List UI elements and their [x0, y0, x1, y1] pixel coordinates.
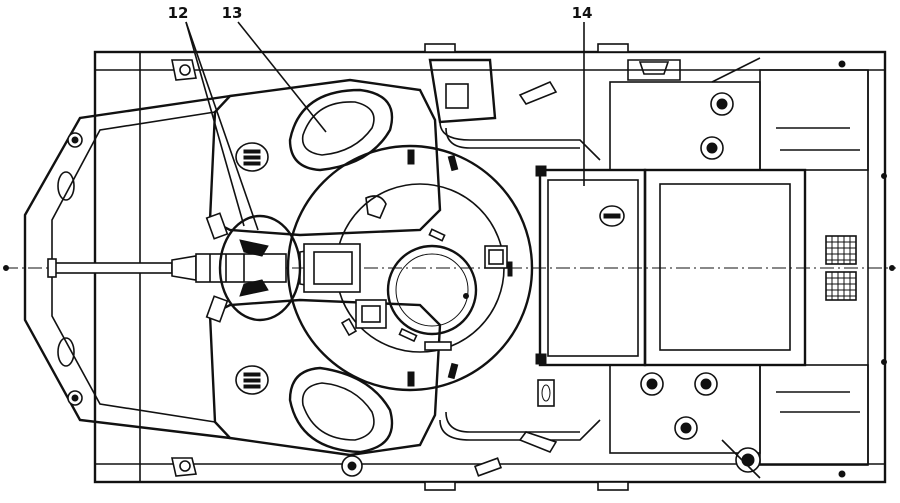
hatch-upper [288, 88, 394, 172]
stowage-box-bottom [439, 379, 601, 453]
leader-12b [185, 21, 259, 231]
stowage-box-top [428, 58, 601, 161]
periscopes [205, 142, 269, 395]
main-gun [47, 214, 387, 329]
gun-barrel [51, 262, 173, 274]
leader-lines [185, 21, 585, 231]
centerline-end-left [3, 265, 9, 271]
leader-13 [237, 21, 327, 133]
hatch-lower [288, 366, 394, 454]
engine-deck-box [535, 165, 807, 367]
rear-grilles [825, 235, 857, 301]
edge-fittings [171, 59, 887, 478]
callout-12: 12 [168, 4, 189, 22]
upper-rear-compartment [609, 57, 869, 171]
lower-rear-compartment [609, 364, 869, 479]
commander-cupola [386, 244, 478, 336]
front-glacis [23, 94, 231, 440]
callout-14: 14 [572, 4, 593, 22]
turret-front-plate [208, 78, 442, 457]
leader-12a [185, 21, 245, 227]
callout-13: 13 [222, 4, 243, 22]
centerline-end-right [889, 265, 895, 271]
turret-ring-outer [286, 144, 534, 392]
